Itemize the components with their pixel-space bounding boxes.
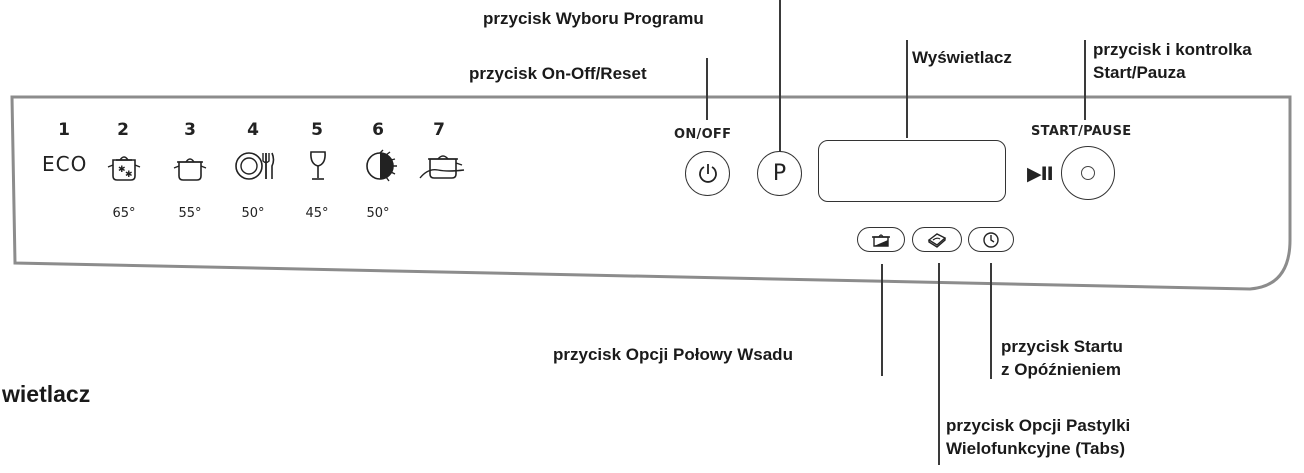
leader-delay-start [990, 263, 992, 379]
program-temp-2: 65° [112, 206, 136, 221]
half-load-icon [872, 233, 890, 247]
tablet-icon [927, 232, 947, 248]
callout-on-off-reset: przycisk On-Off/Reset [469, 64, 647, 83]
program-temp-6: 50° [366, 206, 390, 221]
eco-label: ECO [42, 152, 88, 176]
program-number-5: 5 [311, 120, 323, 140]
start-pause-button[interactable] [1061, 146, 1115, 200]
callout-start-pause-line1: przycisk i kontrolka [1093, 40, 1252, 59]
cropped-caption-fragment: wietlacz [2, 381, 91, 407]
start-pause-indicator-light [1081, 166, 1095, 180]
callout-delay-start-line2: z Opóźnieniem [1001, 360, 1121, 379]
display-screen [818, 140, 1006, 202]
leader-program-select [779, 0, 781, 152]
on-off-button[interactable] [685, 151, 730, 196]
callout-half-load: przycisk Opcji Połowy Wsadu [553, 345, 793, 364]
pot-icon [173, 158, 207, 181]
callout-start-pause-line2: Start/Pauza [1093, 63, 1186, 82]
leader-on-off [706, 58, 708, 120]
program-select-button[interactable]: P [757, 151, 802, 196]
program-number-6: 6 [372, 120, 384, 140]
delay-start-button[interactable] [968, 227, 1014, 252]
callout-tabs-line1: przycisk Opcji Pastylki [946, 416, 1131, 435]
power-icon [698, 163, 717, 183]
plate-cutlery-icon [235, 152, 275, 180]
p-button-label: P [772, 161, 787, 186]
program-number-1: 1 [58, 120, 70, 140]
start-pause-label: START/PAUSE [1031, 124, 1132, 139]
program-number-7: 7 [433, 120, 445, 140]
leader-display [906, 40, 908, 138]
play-pause-icon: ▶II [1027, 163, 1054, 185]
callout-delay-start-line1: przycisk Startu [1001, 337, 1123, 356]
on-off-label: ON/OFF [674, 127, 732, 142]
clock-icon [983, 231, 999, 248]
wine-glass-icon [310, 151, 326, 180]
half-moon-icon [366, 149, 397, 182]
svg-text:✱: ✱ [118, 165, 126, 175]
pot-heavy-soil-icon: ✱ ✱ [107, 156, 141, 181]
half-load-button[interactable] [857, 227, 905, 252]
program-number-3: 3 [184, 120, 196, 140]
program-number-4: 4 [247, 120, 259, 140]
program-number-2: 2 [117, 120, 129, 140]
pot-rinse-icon [419, 155, 465, 179]
leader-half-load [881, 264, 883, 376]
callout-tabs-line2: Wielofunkcyjne (Tabs) [946, 439, 1125, 458]
program-temp-4: 50° [241, 206, 265, 221]
callout-program-select: przycisk Wyboru Programu [483, 9, 704, 28]
leader-start-pause [1084, 40, 1086, 120]
callout-display: Wyświetlacz [912, 48, 1012, 67]
leader-tabs [938, 263, 940, 465]
program-temp-5: 45° [305, 206, 329, 221]
svg-text:✱: ✱ [125, 170, 133, 180]
tabs-option-button[interactable] [912, 227, 962, 252]
program-temp-3: 55° [178, 206, 202, 221]
